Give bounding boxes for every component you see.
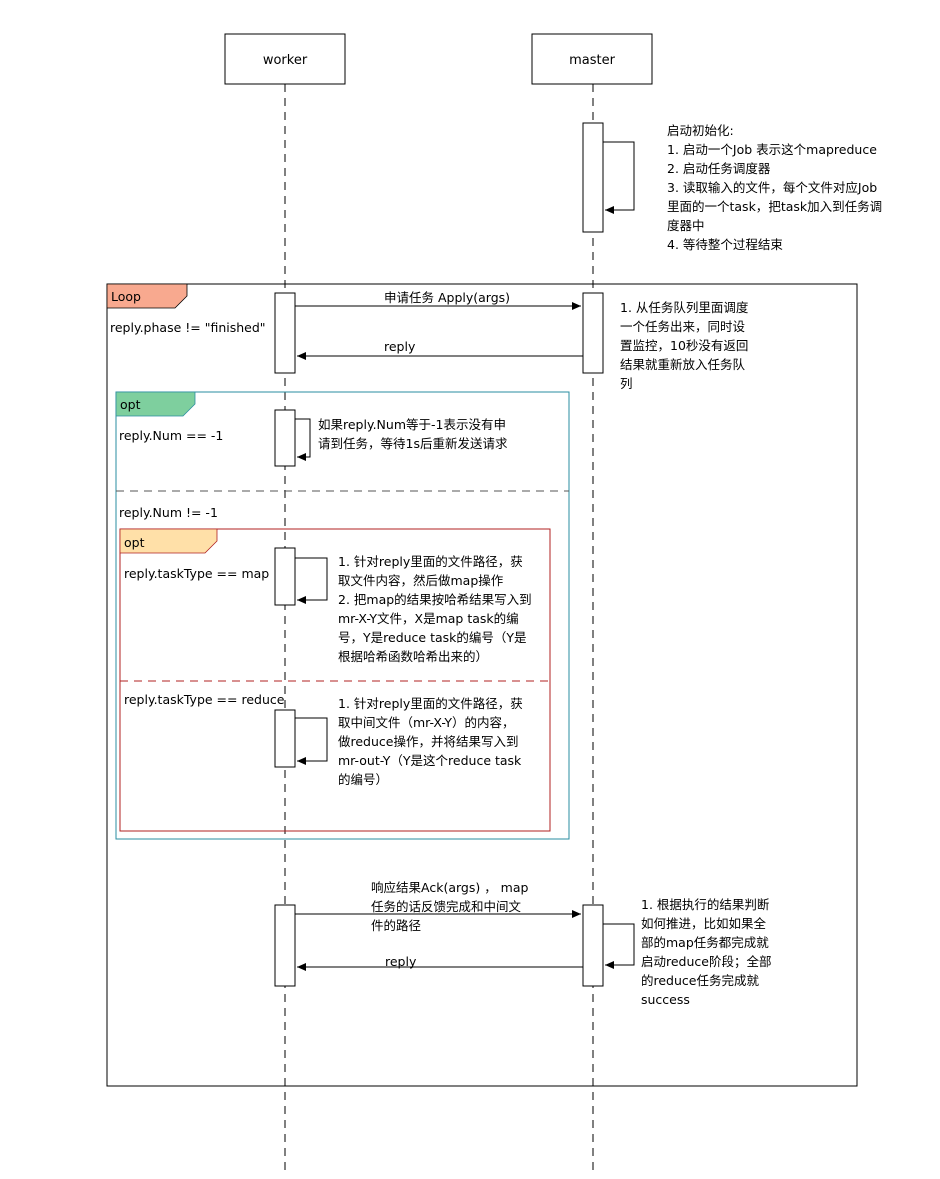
opt-inner-frame — [119, 528, 551, 832]
reduce-note: 1. 针对reply里面的文件路径，获 取中间文件（mr-X-Y）的内容， 做r… — [338, 696, 527, 787]
loop-frame — [106, 283, 858, 1087]
opt-outer-guard-1: reply.Num == -1 — [119, 428, 223, 443]
schedule-note: 1. 从任务队列里面调度 一个任务出来，同时设 置监控，10秒没有返回 结果就重… — [620, 300, 752, 391]
opt-inner-guard-reduce: reply.taskType == reduce — [124, 692, 285, 707]
opt-inner-tag: opt — [119, 528, 218, 554]
master-ack-self-call — [603, 923, 635, 969]
master-label: master — [569, 53, 615, 68]
master-participant[interactable]: master — [531, 33, 653, 85]
worker-wait-self-call — [295, 418, 311, 461]
worker-map-activation — [274, 547, 296, 606]
apply-request-label: 申请任务 Apply(args) — [384, 290, 510, 305]
opt-outer-guard-2: reply.Num != -1 — [119, 505, 218, 520]
loop-tag: Loop — [106, 283, 188, 309]
opt-inner-tag-label: opt — [124, 535, 145, 550]
worker-participant[interactable]: worker — [224, 33, 346, 85]
apply-reply-label: reply — [384, 339, 416, 354]
worker-label: worker — [263, 53, 308, 68]
master-init-self-call — [603, 141, 635, 214]
ack-reply-label: reply — [385, 954, 417, 969]
wait-note: 如果reply.Num等于-1表示没有申 请到任务，等待1s后重新发送请求 — [318, 417, 510, 451]
map-note: 1. 针对reply里面的文件路径，获 取文件内容，然后做map操作 2. 把m… — [338, 554, 536, 664]
worker-reduce-activation — [274, 709, 296, 768]
master-apply-activation — [582, 292, 604, 374]
opt-outer-tag-label: opt — [120, 397, 141, 412]
master-init-activation — [582, 122, 604, 233]
master-ack-activation — [582, 904, 604, 987]
ack-request-label: 响应结果Ack(args) ， map 任务的话反馈完成和中间文 件的路径 — [371, 880, 532, 933]
init-note: 启动初始化: 1. 启动一个Job 表示这个mapreduce 2. 启动任务调… — [667, 123, 886, 252]
opt-outer-tag: opt — [115, 391, 196, 417]
worker-ack-activation — [274, 904, 296, 987]
opt-outer-frame — [115, 391, 570, 840]
final-note: 1. 根据执行的结果判断 如何推进，比如如果全 部的map任务都完成就 启动re… — [641, 897, 775, 1007]
worker-apply-activation — [274, 292, 296, 374]
opt-inner-guard-map: reply.taskType == map — [124, 566, 269, 581]
worker-wait-activation — [274, 409, 296, 467]
worker-map-self-call — [295, 557, 328, 604]
loop-guard: reply.phase != "finished" — [110, 320, 266, 335]
worker-reduce-self-call — [295, 717, 328, 765]
loop-tag-label: Loop — [111, 289, 141, 304]
